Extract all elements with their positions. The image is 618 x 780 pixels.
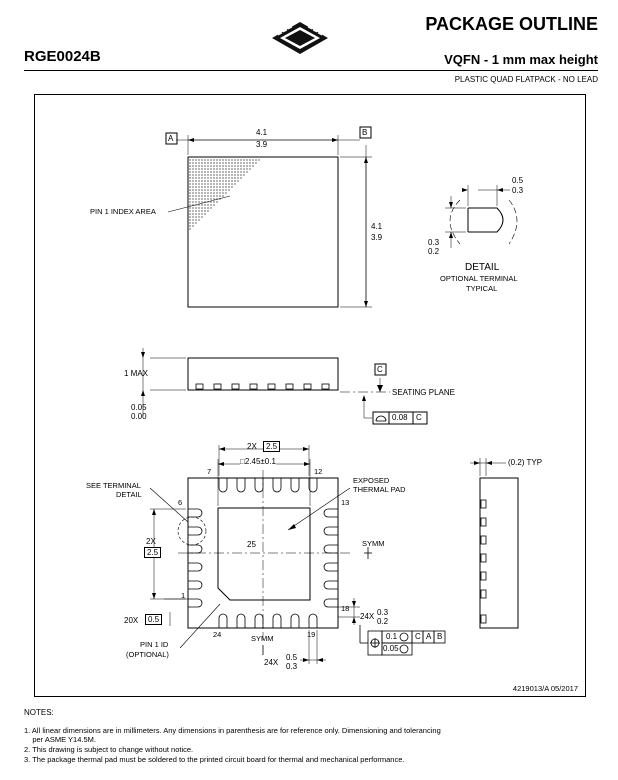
thermal-pad-size: □2.45±0.1 — [240, 457, 276, 466]
see-terminal-label: SEE TERMINAL — [86, 481, 141, 490]
position-tolerance-2: 0.05 — [383, 644, 399, 653]
top-width-max: 4.1 — [256, 128, 268, 137]
pitch-count-prefix: 20X — [124, 616, 139, 625]
datum-c-label: C — [377, 365, 383, 374]
pin1-id-optional-label: (OPTIONAL) — [126, 650, 169, 659]
left-pitch-prefix: 2X — [146, 537, 156, 546]
lead-width-prefix: 24X — [360, 612, 375, 621]
lead-length-prefix: 24X — [264, 658, 279, 667]
detail-typical: TYPICAL — [466, 284, 498, 293]
top-pitch-value: 2.5 — [263, 441, 281, 452]
top-pitch-prefix: 2X — [247, 442, 257, 451]
seating-plane-label: SEATING PLANE — [392, 388, 455, 397]
bottom-view — [149, 445, 372, 664]
lead-length-min: 0.3 — [286, 662, 298, 671]
exposed-label: EXPOSED — [353, 476, 390, 485]
drawing-frame — [34, 94, 586, 697]
pad-25-label: 25 — [247, 540, 256, 549]
note-3: 3. The package thermal pad must be solde… — [24, 755, 405, 764]
detail-optional-terminal: OPTIONAL TERMINAL — [440, 274, 518, 283]
datum-a-label: A — [168, 134, 174, 143]
datum-b-label: B — [362, 128, 368, 137]
position-tolerance-frame — [359, 625, 446, 656]
note-1: 1. All linear dimensions are in millimet… — [24, 726, 441, 735]
thermal-pad-label: THERMAL PAD — [353, 485, 406, 494]
standoff-min: 0.00 — [131, 412, 147, 421]
package-description: PLASTIC QUAD FLATPACK - NO LEAD — [454, 75, 598, 84]
lead-width-min: 0.2 — [377, 617, 389, 626]
side-view — [142, 348, 390, 419]
chip-logo-icon — [272, 22, 328, 54]
part-number: RGE0024B — [24, 48, 101, 65]
pin-24-label: 24 — [213, 630, 222, 639]
note-2: 2. This drawing is subject to change wit… — [24, 745, 194, 754]
pin-6-label: 6 — [178, 498, 183, 507]
pin1-id-label: PIN 1 ID — [140, 640, 169, 649]
top-width-min: 3.9 — [256, 140, 268, 149]
header-rule — [24, 70, 598, 71]
pin-1-label: 1 — [181, 591, 186, 600]
see-terminal-detail-label: DETAIL — [116, 490, 142, 499]
pin1-index-area-label: PIN 1 INDEX AREA — [90, 207, 156, 216]
side-view-right — [470, 458, 519, 629]
tolerance-datum-a: A — [426, 632, 432, 641]
symm-right-label: SYMM — [362, 539, 385, 548]
datum-b-box — [359, 126, 372, 139]
tolerance-datum-c: C — [415, 632, 421, 641]
pin-19-label: 19 — [307, 630, 316, 639]
position-tolerance-1: 0.1 — [386, 632, 398, 641]
lead-length-max: 0.5 — [286, 653, 298, 662]
datum-a-box — [165, 132, 178, 145]
package-outline-title: PACKAGE OUTLINE — [425, 14, 598, 34]
drawing-number: 4219013/A 05/2017 — [512, 684, 578, 693]
coplanarity-frame — [372, 411, 428, 425]
top-view — [167, 135, 372, 308]
lead-width-max: 0.3 — [377, 608, 389, 617]
detail-dim-top-max: 0.5 — [512, 176, 524, 185]
coplanarity-ref: C — [416, 413, 422, 422]
coplanarity-value: 0.08 — [392, 413, 408, 422]
datum-c-box — [374, 363, 387, 376]
standoff-max: 0.05 — [131, 403, 147, 412]
pitch-value: 0.5 — [145, 614, 163, 625]
typ-dimension-label: (0.2) TYP — [508, 458, 543, 467]
detail-dim-left-max: 0.3 — [428, 238, 440, 247]
detail-dim-top-min: 0.3 — [512, 186, 524, 195]
symm-bottom-label: SYMM — [251, 634, 274, 643]
detail-view — [445, 185, 518, 248]
pin-18-label: 18 — [341, 604, 350, 613]
pin-12-label: 12 — [314, 467, 323, 476]
note-1-cont: per ASME Y14.5M. — [24, 735, 96, 744]
top-height-max: 4.1 — [371, 222, 383, 231]
pin-7-label: 7 — [207, 467, 212, 476]
detail-dim-left-min: 0.2 — [428, 247, 440, 256]
left-pitch-value: 2.5 — [144, 547, 162, 558]
detail-title: DETAIL — [465, 262, 500, 273]
pin-13-label: 13 — [341, 498, 350, 507]
top-height-min: 3.9 — [371, 233, 383, 242]
package-subtitle: VQFN - 1 mm max height — [444, 52, 598, 67]
max-height-label: 1 MAX — [124, 369, 149, 378]
notes-heading: NOTES: — [24, 708, 54, 717]
tolerance-datum-b: B — [437, 632, 443, 641]
